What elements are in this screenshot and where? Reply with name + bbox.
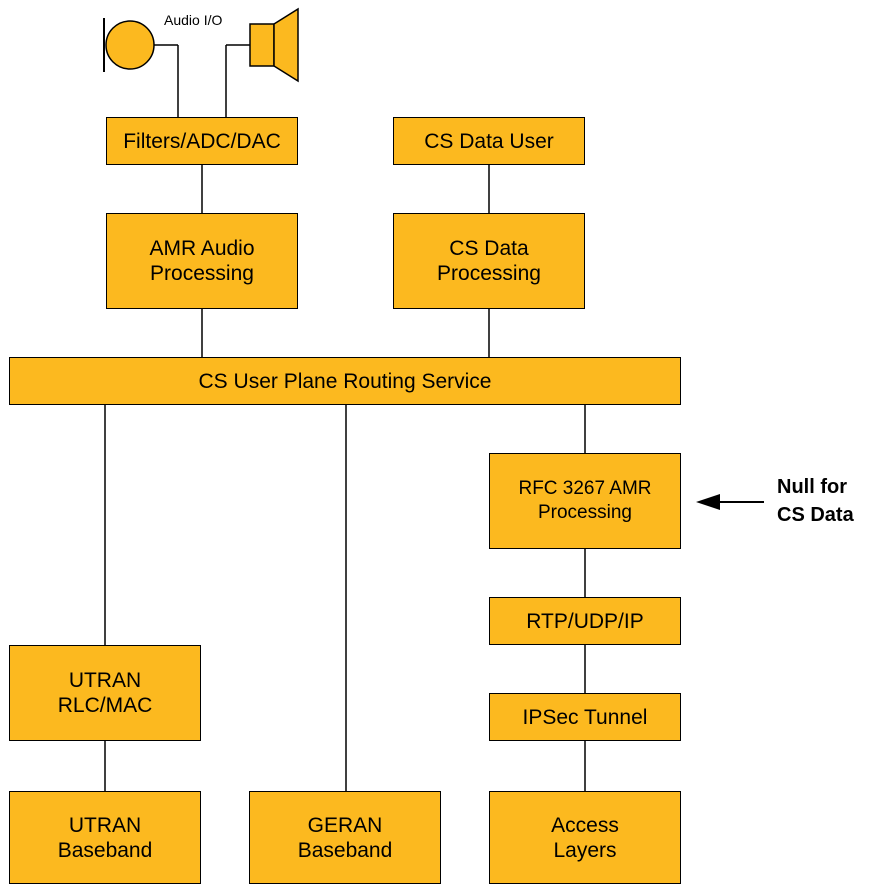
routing-service-box: CS User Plane Routing Service: [9, 357, 681, 405]
cs-data-processing-label: CS Data Processing: [437, 237, 541, 285]
access-layers-box: Access Layers: [489, 791, 681, 884]
geran-baseband-box: GERAN Baseband: [249, 791, 441, 884]
filters-adc-dac-label: Filters/ADC/DAC: [123, 129, 281, 153]
ipsec-tunnel-box: IPSec Tunnel: [489, 693, 681, 741]
null-for-cs-data-callout: Null for CS Data: [777, 476, 854, 526]
callout-arrow-icon: [696, 494, 764, 510]
rfc3267-amr-label: RFC 3267 AMR Processing: [518, 478, 652, 523]
rtp-udp-ip-box: RTP/UDP/IP: [489, 597, 681, 645]
utran-baseband-box: UTRAN Baseband: [9, 791, 201, 884]
rtp-udp-ip-label: RTP/UDP/IP: [526, 609, 644, 633]
rfc3267-amr-box: RFC 3267 AMR Processing: [489, 453, 681, 549]
routing-service-label: CS User Plane Routing Service: [198, 369, 492, 393]
filters-adc-dac-box: Filters/ADC/DAC: [106, 117, 298, 165]
utran-baseband-label: UTRAN Baseband: [57, 813, 153, 862]
cs-data-processing-box: CS Data Processing: [393, 213, 585, 309]
amr-audio-processing-label: AMR Audio Processing: [149, 237, 255, 285]
speaker-icon: [249, 7, 299, 83]
utran-rlc-mac-box: UTRAN RLC/MAC: [9, 645, 201, 741]
microphone-icon: [103, 18, 155, 72]
audio-io-label: Audio I/O: [164, 12, 223, 28]
amr-audio-processing-box: AMR Audio Processing: [106, 213, 298, 309]
cs-data-user-box: CS Data User: [393, 117, 585, 165]
utran-rlc-mac-label: UTRAN RLC/MAC: [57, 669, 153, 717]
ipsec-tunnel-label: IPSec Tunnel: [522, 705, 648, 729]
cs-data-user-label: CS Data User: [424, 129, 554, 153]
geran-baseband-label: GERAN Baseband: [297, 813, 393, 862]
access-layers-label: Access Layers: [551, 813, 619, 862]
